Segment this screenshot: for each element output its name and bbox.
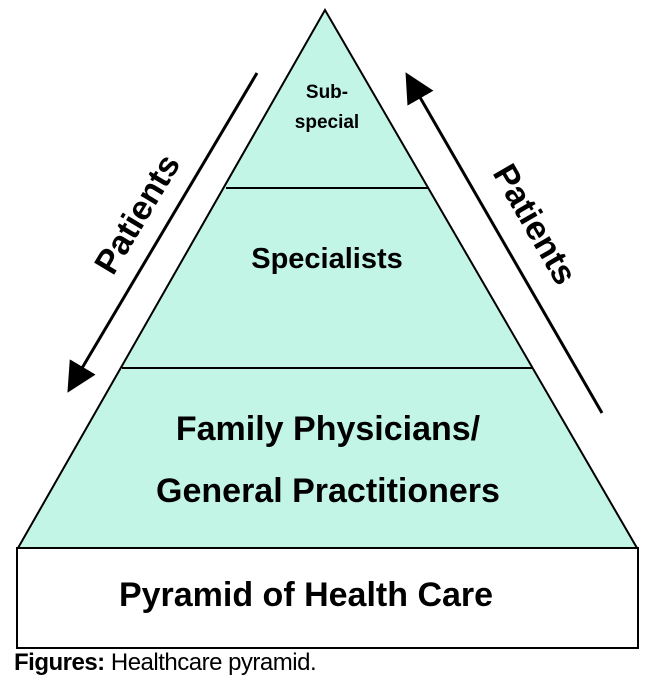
- caption-text: Healthcare pyramid.: [104, 649, 317, 676]
- figure-caption: Figures: Healthcare pyramid.: [14, 649, 317, 677]
- tier-bottom-label-line2: General Practitioners: [156, 472, 500, 510]
- arrow-left-down: [67, 72, 259, 393]
- tier-top-label-line2: special: [295, 112, 359, 133]
- arrow-right-up: [405, 72, 604, 414]
- caption-prefix: Figures:: [14, 649, 105, 676]
- base-label: Pyramid of Health Care: [119, 576, 493, 614]
- pyramid-base-box: [16, 547, 639, 649]
- arrow-right-label: Patients: [485, 158, 584, 292]
- tier-middle-label: Specialists: [251, 243, 403, 275]
- tier-bottom-label-line1: Family Physicians/: [176, 410, 481, 448]
- tier-top-label-line1: Sub-: [306, 82, 348, 103]
